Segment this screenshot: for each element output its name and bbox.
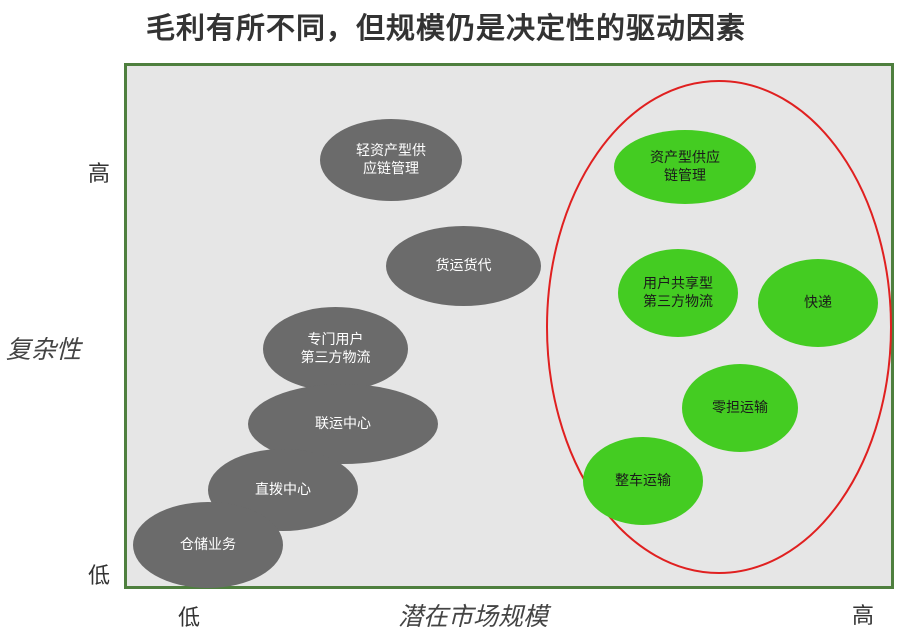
bubble-asset-scm: 资产型供应 链管理: [614, 130, 756, 204]
bubble-freight-forwarding: 货运货代: [386, 226, 541, 306]
page-title: 毛利有所不同，但规模仍是决定性的驱动因素: [146, 11, 747, 45]
bubble-express: 快递: [758, 259, 878, 347]
bubble-light-asset-scm: 轻资产型供 应链管理: [320, 119, 462, 201]
bubble-dedicated-3pl: 专门用户 第三方物流: [263, 307, 408, 391]
x-axis-title: 潜在市场规模: [398, 602, 549, 631]
bubble-warehousing: 仓储业务: [133, 502, 283, 588]
highlight-ring: [546, 80, 892, 574]
bubble-shared-3pl: 用户共享型 第三方物流: [618, 249, 738, 337]
x-axis-low-label: 低: [178, 606, 201, 631]
y-axis-low-label: 低: [88, 564, 111, 589]
y-axis-high-label: 高: [88, 162, 111, 187]
matrix-plot-area: 轻资产型供 应链管理 货运货代 专门用户 第三方物流 联运中心 直拨中心 仓储业…: [124, 63, 894, 589]
y-axis-title: 复杂性: [6, 335, 82, 364]
bubble-ftl: 整车运输: [583, 437, 703, 525]
x-axis-high-label: 高: [852, 604, 875, 629]
bubble-ltl: 零担运输: [682, 364, 798, 452]
